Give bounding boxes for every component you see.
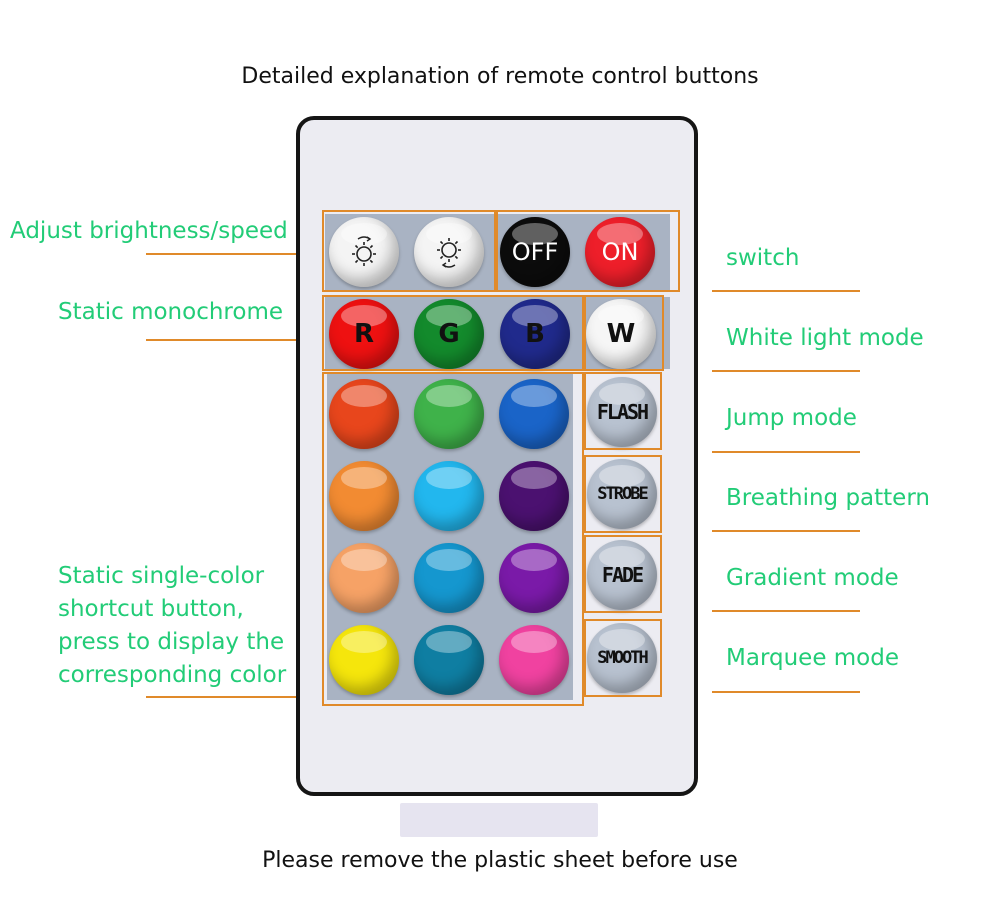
label-jump: Jump mode (726, 405, 857, 431)
sun-arrow-down-icon (437, 238, 461, 268)
color-button-r1-c3[interactable] (499, 379, 569, 449)
green-button[interactable]: G (414, 299, 484, 369)
off-button[interactable]: OFF (500, 217, 570, 287)
smooth-button[interactable]: SMOOTH (587, 623, 657, 693)
color-button-r3-c2[interactable] (414, 543, 484, 613)
color-button-r4-c1[interactable] (329, 625, 399, 695)
white-button[interactable]: W (586, 299, 656, 369)
leader-line-white (712, 370, 860, 372)
brightness-down-button[interactable] (414, 217, 484, 287)
label-white-light: White light mode (726, 325, 924, 351)
color-button-r3-c1[interactable] (329, 543, 399, 613)
rgb-group-box (322, 295, 584, 371)
strobe-group-box (584, 455, 662, 533)
color-button-r1-c2[interactable] (414, 379, 484, 449)
label-shortcut-line2: shortcut button, (58, 596, 244, 622)
color-grid-box (322, 372, 584, 706)
color-button-r2-c1[interactable] (329, 461, 399, 531)
white-group-box (584, 295, 664, 371)
color-button-r3-c3[interactable] (499, 543, 569, 613)
brightness-up-button[interactable] (329, 217, 399, 287)
leader-line-jump (712, 451, 860, 453)
switch-group-box (496, 210, 680, 292)
blue-button[interactable]: B (500, 299, 570, 369)
label-static-mono: Static monochrome (58, 299, 284, 325)
on-button[interactable]: ON (585, 217, 655, 287)
leader-line-brightness (146, 253, 296, 255)
leader-line-shortcut (146, 696, 296, 698)
leader-line-marquee (712, 691, 860, 693)
leader-line-breathing (712, 530, 860, 532)
red-button[interactable]: R (329, 299, 399, 369)
sun-arrow-up-icon (352, 236, 376, 266)
leader-line-gradient (712, 610, 860, 612)
leader-line-static-mono (146, 339, 296, 341)
color-button-r4-c2[interactable] (414, 625, 484, 695)
brightness-group-box (322, 210, 496, 292)
label-shortcut-line3: press to display the (58, 629, 285, 655)
label-shortcut-line1: Static single-color (58, 563, 265, 589)
label-gradient: Gradient mode (726, 565, 899, 591)
label-breathing: Breathing pattern (726, 485, 930, 511)
label-marquee: Marquee mode (726, 645, 900, 671)
color-button-r1-c1[interactable] (329, 379, 399, 449)
strobe-button[interactable]: STROBE (587, 459, 657, 529)
fade-group-box (584, 535, 662, 613)
footer-note: Please remove the plastic sheet before u… (262, 848, 738, 873)
label-switch: switch (726, 245, 800, 271)
plastic-sheet-tab[interactable] (400, 803, 598, 837)
flash-group-box (584, 372, 662, 450)
page-title: Detailed explanation of remote control b… (241, 64, 759, 89)
color-button-r2-c2[interactable] (414, 461, 484, 531)
color-button-r4-c3[interactable] (499, 625, 569, 695)
fade-button[interactable]: FADE (587, 540, 657, 610)
flash-button[interactable]: FLASH (587, 377, 657, 447)
label-shortcut-line4: corresponding color (58, 662, 287, 688)
label-brightness: Adjust brightness/speed (10, 218, 288, 244)
smooth-group-box (584, 619, 662, 697)
leader-line-switch (712, 290, 860, 292)
color-button-r2-c3[interactable] (499, 461, 569, 531)
